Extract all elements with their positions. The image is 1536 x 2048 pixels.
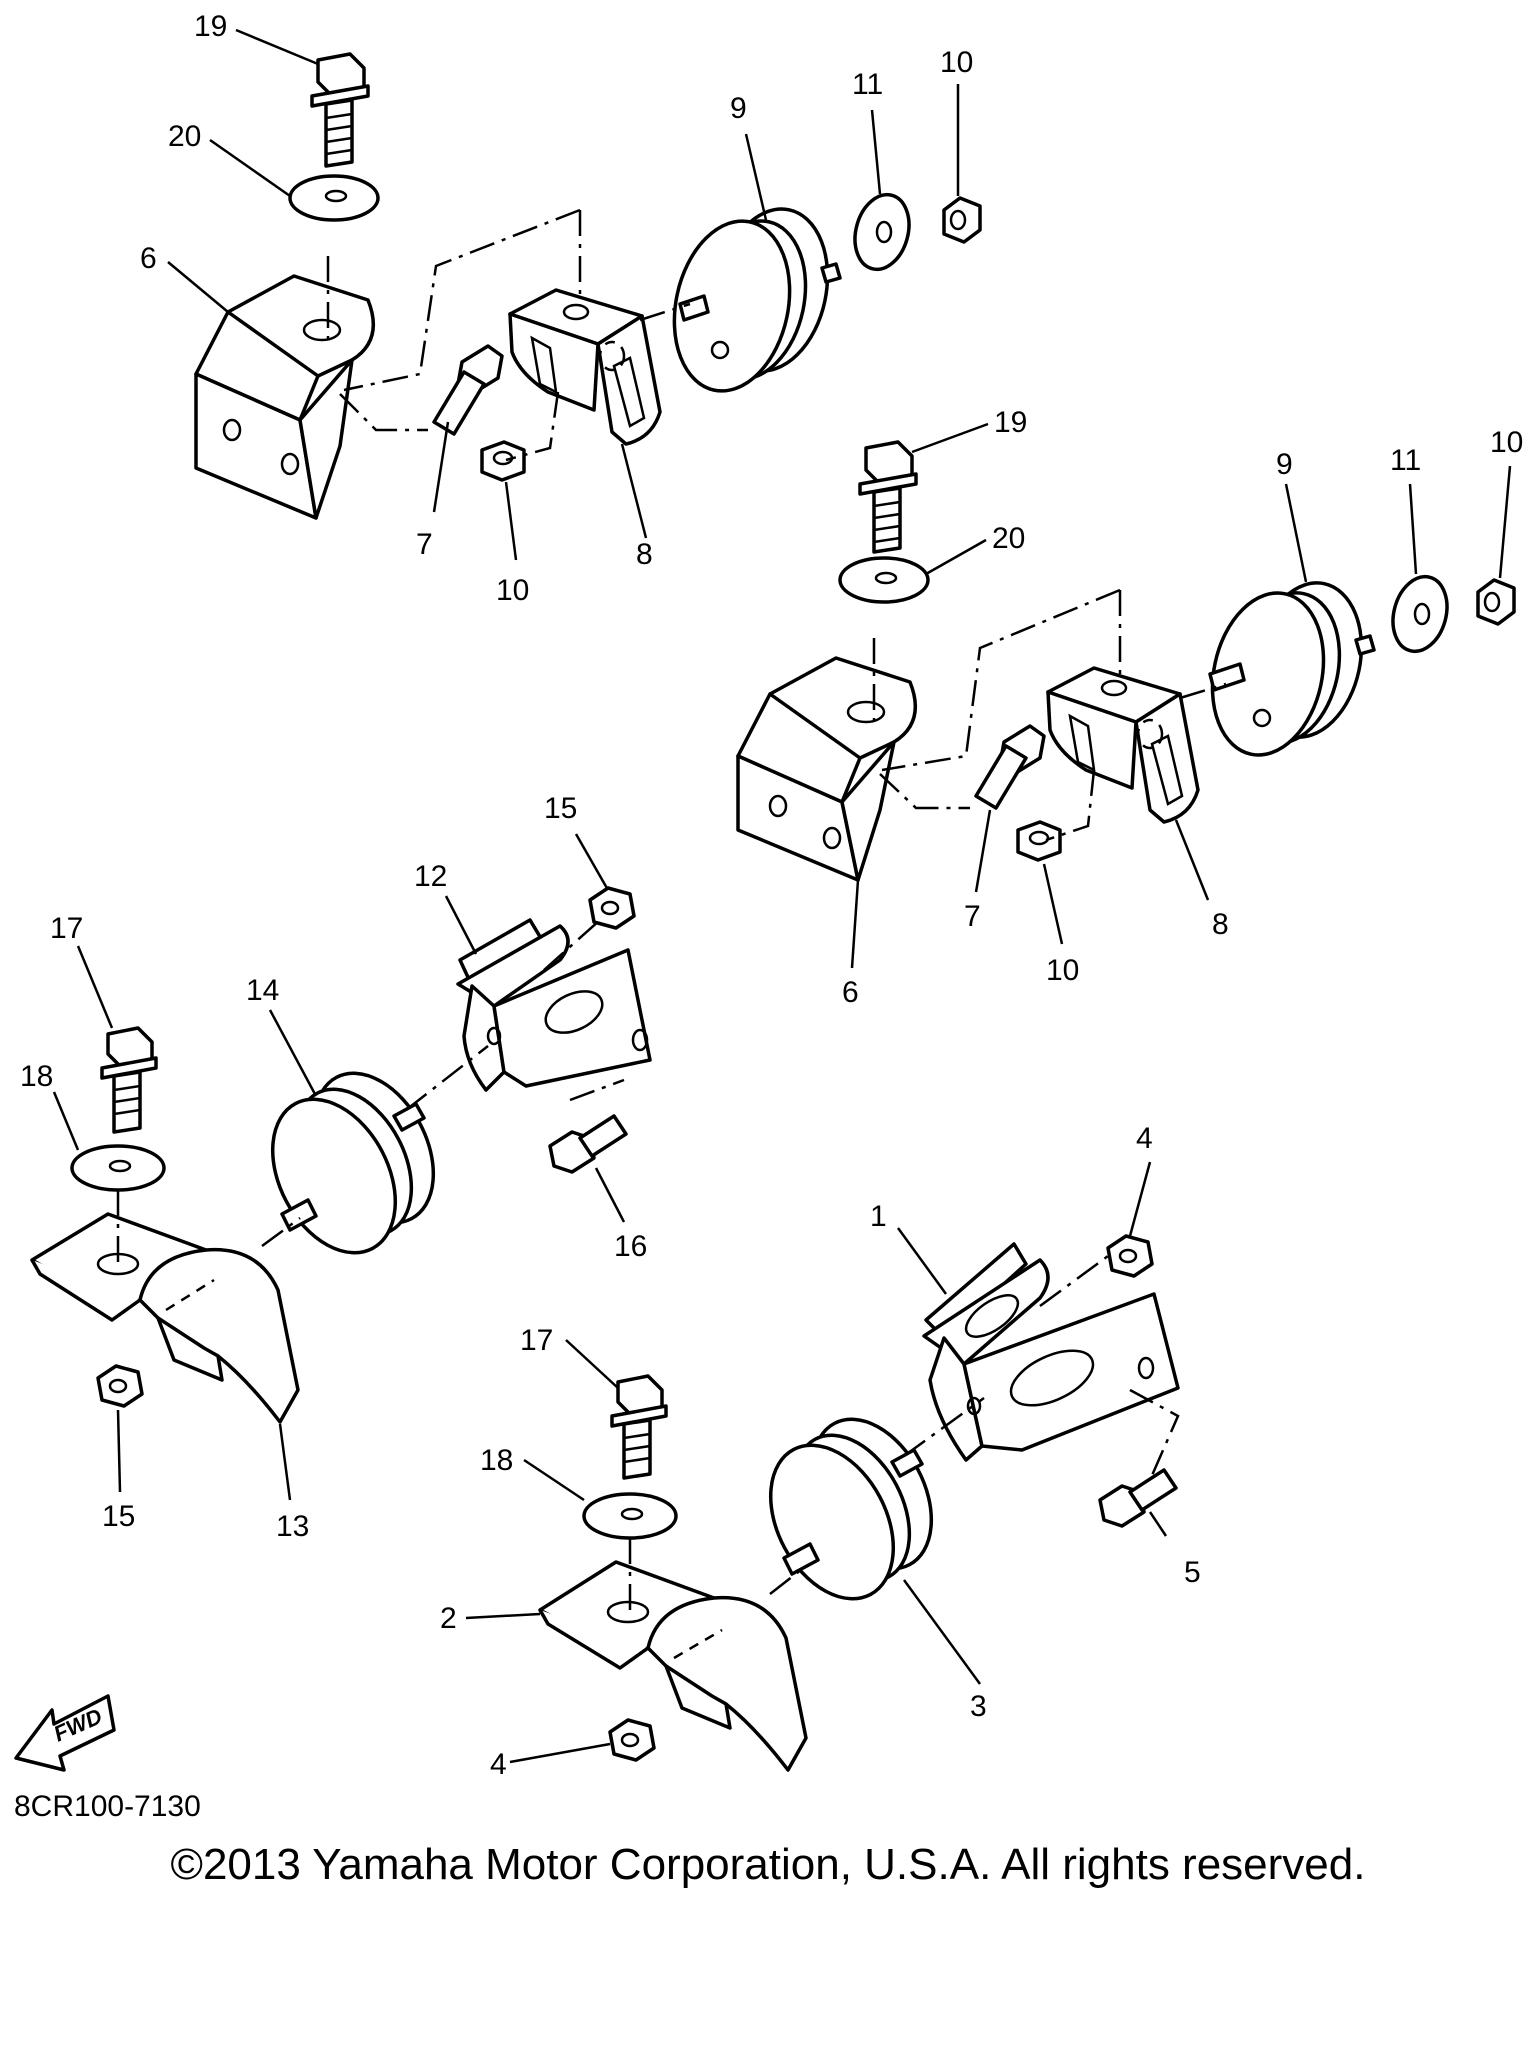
bracket-8-right xyxy=(1046,666,1200,824)
phantom-line-right-2 xyxy=(881,588,1121,772)
callout-10-right-upper: 10 xyxy=(1490,426,1523,459)
callout-12: 12 xyxy=(414,860,447,893)
phantom-line-right-4 xyxy=(1045,769,1096,842)
callout-15-upper: 15 xyxy=(544,792,577,825)
nut-10-right-upper xyxy=(1476,578,1516,626)
callout-20-top: 20 xyxy=(168,120,201,153)
washer-11-right xyxy=(1391,574,1449,654)
diagram-code: 8CR100-7130 xyxy=(14,1790,201,1823)
callout-4-upper: 4 xyxy=(1136,1122,1153,1155)
washer-20-top xyxy=(288,174,380,222)
callout-2: 2 xyxy=(440,1602,457,1635)
bolt-7-top xyxy=(432,344,504,436)
nut-15-lower xyxy=(96,1364,144,1408)
bolt-17-left xyxy=(100,1026,158,1134)
bracket-12 xyxy=(456,918,652,1092)
phantom-line-mid-4 xyxy=(543,919,601,971)
hidden-edge-2 xyxy=(673,1628,723,1660)
callout-14: 14 xyxy=(246,974,279,1007)
washer-18-left xyxy=(70,1144,166,1192)
washer-20-right xyxy=(838,556,930,604)
nut-4-lower xyxy=(608,1718,656,1762)
phantom-line-right-5 xyxy=(1179,682,1227,700)
assembly-bottom xyxy=(538,1234,1180,1772)
callout-10-top-lower: 10 xyxy=(496,574,529,607)
fwd-arrow-icon: FWD xyxy=(14,1694,116,1772)
bolt-17-bottom xyxy=(610,1374,668,1480)
rubber-mount-14 xyxy=(270,1071,436,1255)
phantom-line-top-6 xyxy=(339,393,428,432)
callout-6-top: 6 xyxy=(140,242,157,275)
callout-16: 16 xyxy=(614,1230,647,1263)
phantom-line-top-2 xyxy=(343,208,581,392)
callout-18-left: 18 xyxy=(20,1060,53,1093)
phantom-line-bot-2 xyxy=(903,1396,985,1458)
rubber-mount-9-top xyxy=(672,207,842,393)
assembly-top-left xyxy=(194,52,982,520)
bolt-7-right xyxy=(974,724,1046,810)
bracket-8-top xyxy=(508,288,662,446)
bolt-5 xyxy=(1098,1468,1178,1528)
callout-17-bottom: 17 xyxy=(520,1324,553,1357)
callout-18-bottom: 18 xyxy=(480,1444,513,1477)
nut-4-upper xyxy=(1106,1234,1154,1278)
copyright-notice: ©2013 Yamaha Motor Corporation, U.S.A. A… xyxy=(170,1840,1366,1889)
nut-10-top-lower xyxy=(480,440,526,482)
callout-10-right-lower: 10 xyxy=(1046,954,1079,987)
callout-11-top: 11 xyxy=(852,68,883,101)
callout-5: 5 xyxy=(1184,1556,1201,1589)
hidden-edge-13 xyxy=(165,1278,215,1312)
bolt-16 xyxy=(548,1114,628,1174)
assembly-middle-left xyxy=(30,886,652,1424)
leader-lines xyxy=(52,28,1512,1764)
phantom-line-mid-5 xyxy=(569,1078,625,1102)
bolt-19-top xyxy=(310,52,370,168)
callout-19-right: 19 xyxy=(994,406,1027,439)
callout-7-right: 7 xyxy=(964,900,981,933)
bolt-19-right xyxy=(858,440,918,554)
callout-6-right: 6 xyxy=(842,976,859,1009)
phantom-line-top-5 xyxy=(639,302,691,322)
callout-10-top-upper: 10 xyxy=(940,46,973,79)
phantom-line-bot-3 xyxy=(769,1565,807,1595)
bracket-1 xyxy=(922,1242,1180,1462)
callout-13: 13 xyxy=(276,1510,309,1543)
callout-9-top: 9 xyxy=(730,92,747,125)
nut-10-right-lower xyxy=(1016,820,1062,862)
rubber-mount-3 xyxy=(768,1417,934,1601)
bracket-6-right xyxy=(736,656,918,882)
callout-7-top: 7 xyxy=(416,528,433,561)
phantom-line-bot-5 xyxy=(1129,1388,1180,1481)
nut-10-top-upper xyxy=(942,196,982,244)
callout-9-right: 9 xyxy=(1276,448,1293,481)
callout-17-left: 17 xyxy=(50,912,83,945)
assembly-top-right xyxy=(736,440,1516,882)
callout-11-right: 11 xyxy=(1390,444,1421,477)
callout-4-lower: 4 xyxy=(490,1748,507,1781)
callout-1: 1 xyxy=(870,1200,887,1233)
washer-11-top xyxy=(853,192,911,272)
rubber-mount-9-right xyxy=(1208,581,1376,757)
callout-3: 3 xyxy=(970,1690,987,1723)
phantom-line-bot-4 xyxy=(1039,1254,1109,1308)
bracket-2 xyxy=(538,1560,808,1772)
bracket-6-top xyxy=(194,274,376,520)
callout-8-right: 8 xyxy=(1212,908,1229,941)
callout-15-lower: 15 xyxy=(102,1500,135,1533)
washer-18-bottom xyxy=(582,1492,678,1540)
phantom-line-top-4 xyxy=(505,391,560,462)
callout-8-top: 8 xyxy=(636,538,653,571)
phantom-line-mid-2 xyxy=(405,1045,489,1111)
callout-20-right: 20 xyxy=(992,522,1025,555)
callout-numbers: 19 20 6 7 10 8 9 11 10 19 20 9 11 10 6 7… xyxy=(20,10,1523,1781)
callout-19-top: 19 xyxy=(194,10,227,43)
phantom-line-mid-3 xyxy=(261,1216,301,1248)
bracket-13 xyxy=(30,1212,300,1424)
phantom-line-right-6 xyxy=(879,773,970,810)
